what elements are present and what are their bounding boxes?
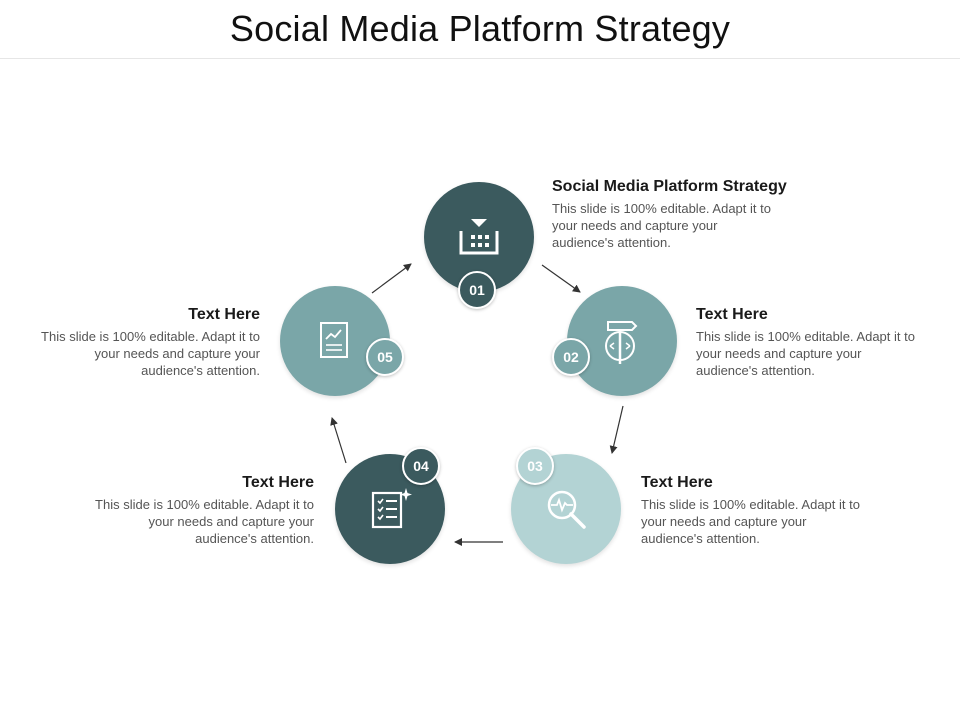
step-01-label: Social Media Platform Strategy This slid… — [552, 178, 852, 251]
step-04-heading: Text Here — [242, 474, 314, 491]
arrow-04-to-05 — [330, 417, 347, 464]
step-03-badge: 03 — [516, 447, 554, 485]
step-01-heading: Social Media Platform Strategy — [552, 178, 787, 195]
step-01-body: This slide is 100% editable. Adapt it to… — [552, 201, 771, 250]
step-05-body: This slide is 100% editable. Adapt it to… — [41, 329, 260, 378]
step-02-label: Text Here This slide is 100% editable. A… — [696, 306, 926, 379]
step-02-circle — [567, 286, 677, 396]
arrow-05-to-01 — [371, 263, 412, 294]
step-05-badge: 05 — [366, 338, 404, 376]
magnifier-pulse-icon — [547, 490, 586, 529]
arrow-01-to-02 — [541, 264, 581, 293]
title-divider — [0, 58, 960, 59]
step-05-label: Text Here This slide is 100% editable. A… — [30, 306, 260, 379]
chart-document-icon — [320, 322, 348, 358]
step-04-body: This slide is 100% editable. Adapt it to… — [95, 497, 314, 546]
step-04-label: Text Here This slide is 100% editable. A… — [84, 474, 314, 547]
step-02-badge: 02 — [552, 338, 590, 376]
factory-icon — [459, 219, 499, 255]
step-05-heading: Text Here — [188, 306, 260, 323]
arrow-02-to-03 — [609, 405, 624, 454]
step-02-body: This slide is 100% editable. Adapt it to… — [696, 329, 915, 378]
step-03-label: Text Here This slide is 100% editable. A… — [641, 474, 871, 547]
step-03-body: This slide is 100% editable. Adapt it to… — [641, 497, 860, 546]
step-03-heading: Text Here — [641, 474, 713, 491]
step-05-circle — [280, 286, 390, 396]
step-01-badge: 01 — [458, 271, 496, 309]
signpost-icon — [605, 321, 638, 364]
step-02-heading: Text Here — [696, 306, 768, 323]
slide-title: Social Media Platform Strategy — [229, 8, 731, 49]
step-04-badge: 04 — [402, 447, 440, 485]
checklist-icon — [371, 488, 412, 529]
